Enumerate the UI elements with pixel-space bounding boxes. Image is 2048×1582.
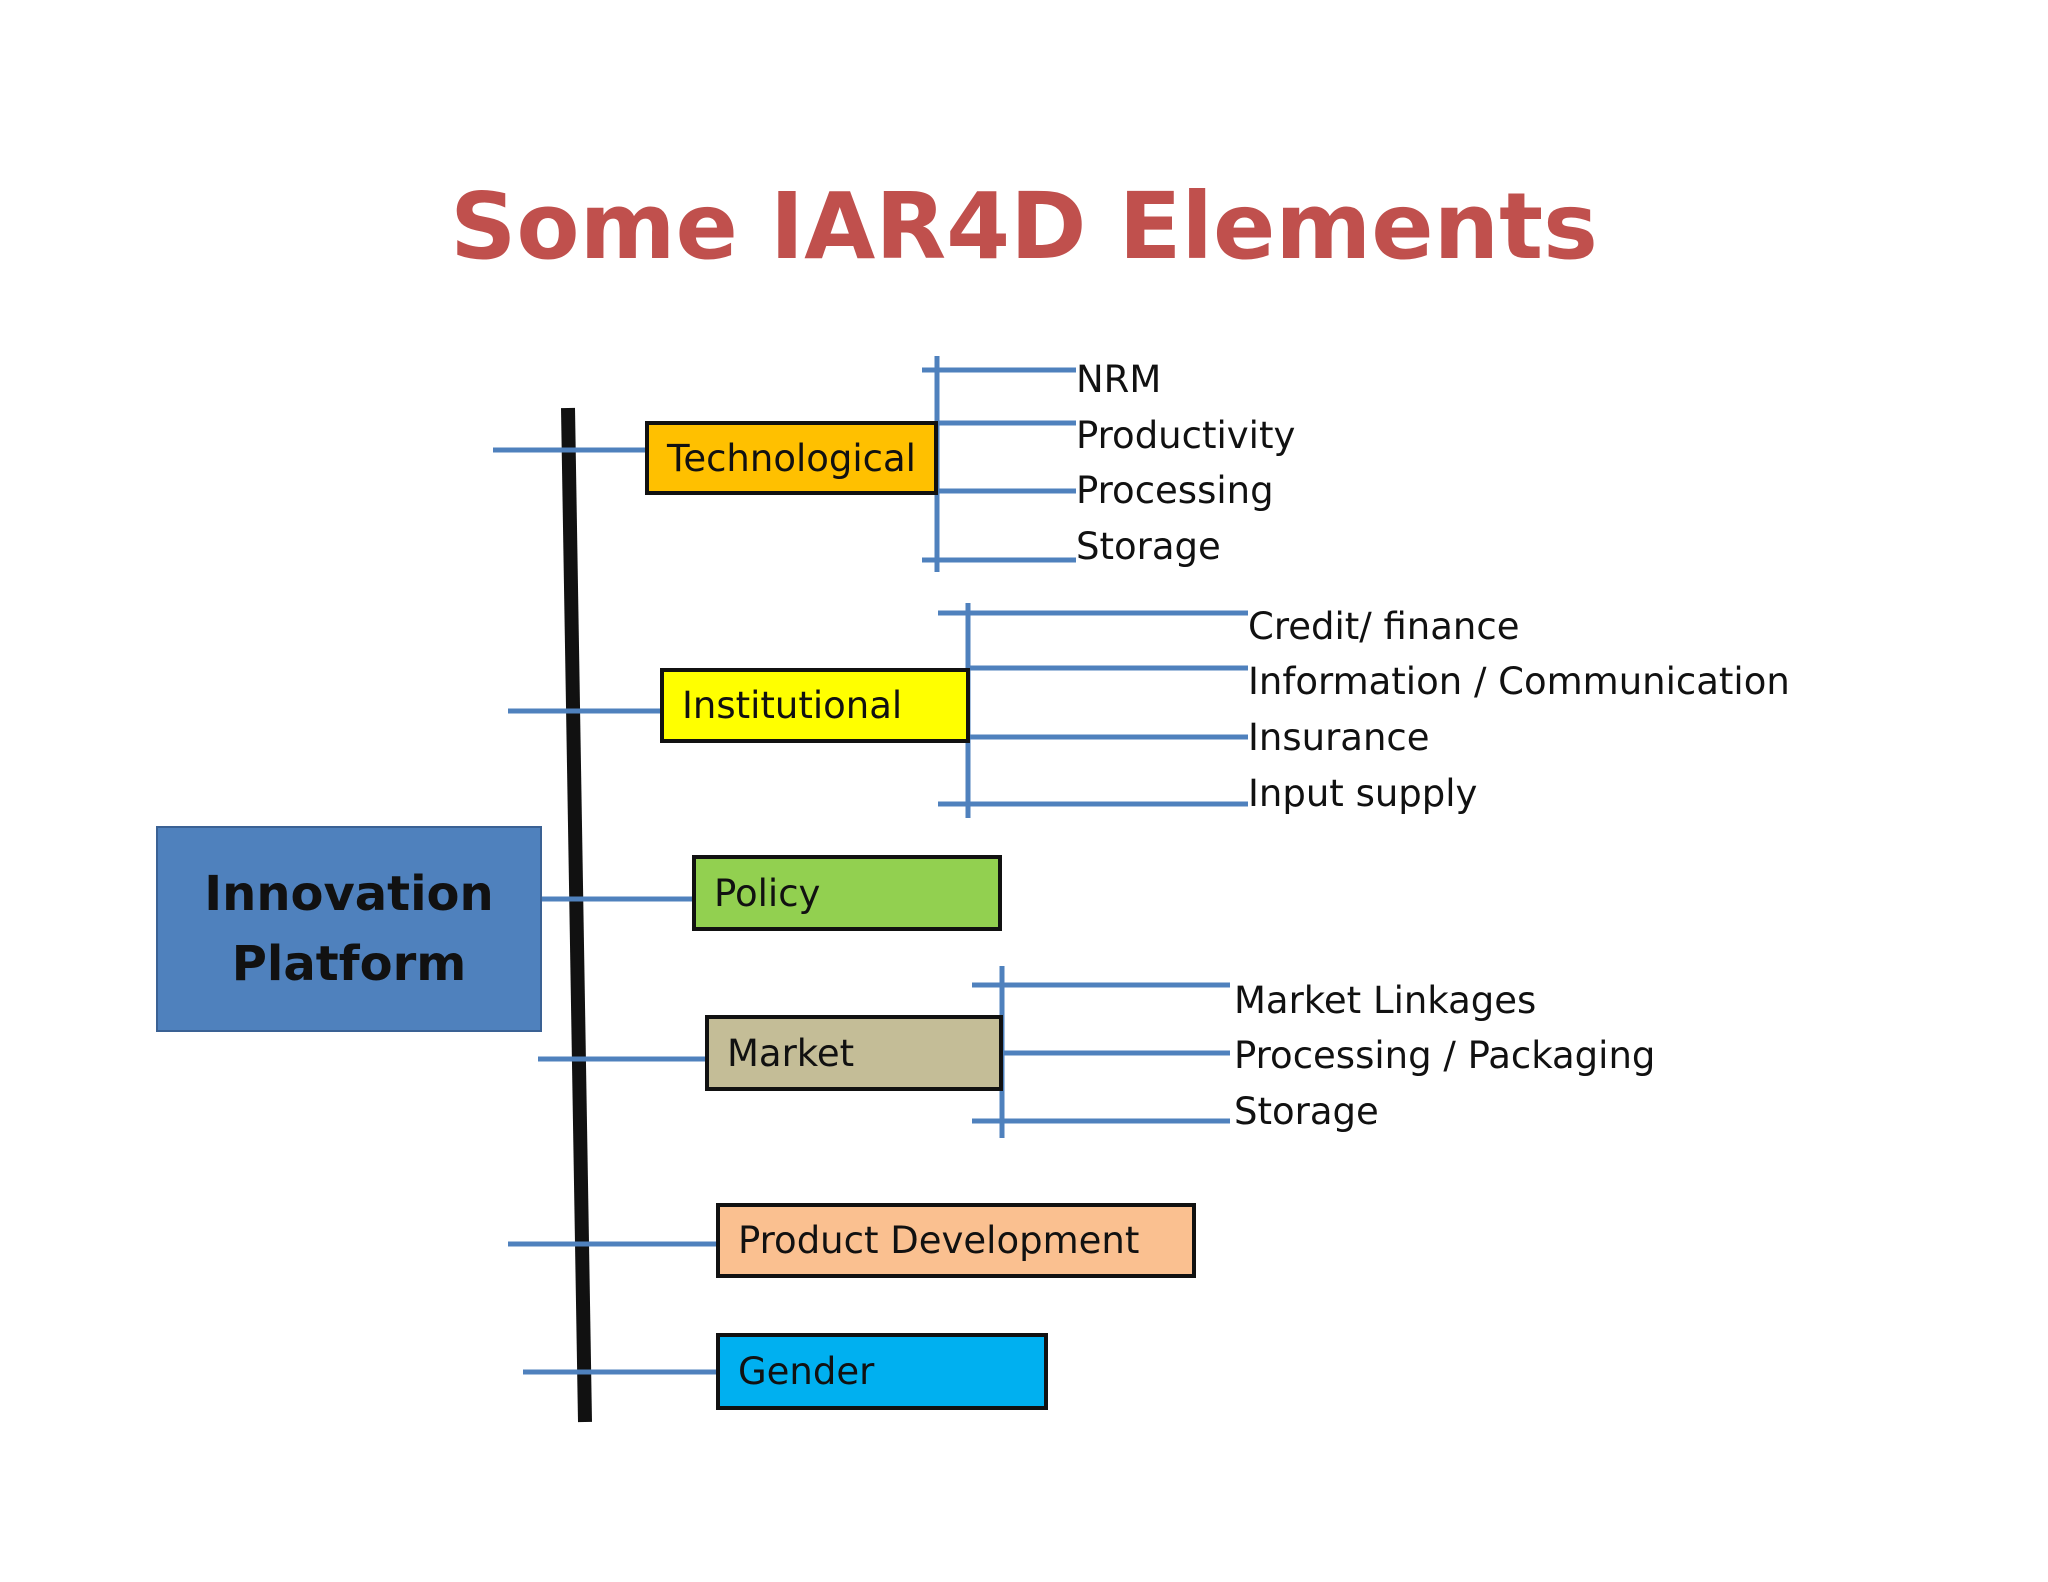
- market-item: Processing / Packaging: [1234, 1034, 1656, 1077]
- slide-title: Some IAR4D Elements: [450, 173, 1598, 280]
- spine-line: [561, 407, 592, 1423]
- institutional-item: Input supply: [1248, 772, 1478, 815]
- market-item: Market Linkages: [1234, 979, 1537, 1022]
- market-box: Market: [705, 1015, 1003, 1091]
- policy-box: Policy: [692, 855, 1002, 931]
- technological-item: Processing: [1076, 469, 1274, 512]
- technological-item: Storage: [1076, 525, 1221, 568]
- institutional-box: Institutional: [660, 668, 970, 743]
- technological-item: NRM: [1076, 358, 1162, 401]
- institutional-item: Information / Communication: [1248, 660, 1790, 703]
- technological-item: Productivity: [1076, 414, 1296, 457]
- institutional-item: Credit/ finance: [1248, 605, 1520, 648]
- market-item: Storage: [1234, 1090, 1379, 1133]
- product-development-box: Product Development: [716, 1203, 1196, 1278]
- institutional-item: Insurance: [1248, 716, 1430, 759]
- innovation-platform-box: Innovation Platform: [156, 826, 542, 1032]
- gender-box: Gender: [716, 1333, 1048, 1410]
- technological-box: Technological: [645, 421, 938, 495]
